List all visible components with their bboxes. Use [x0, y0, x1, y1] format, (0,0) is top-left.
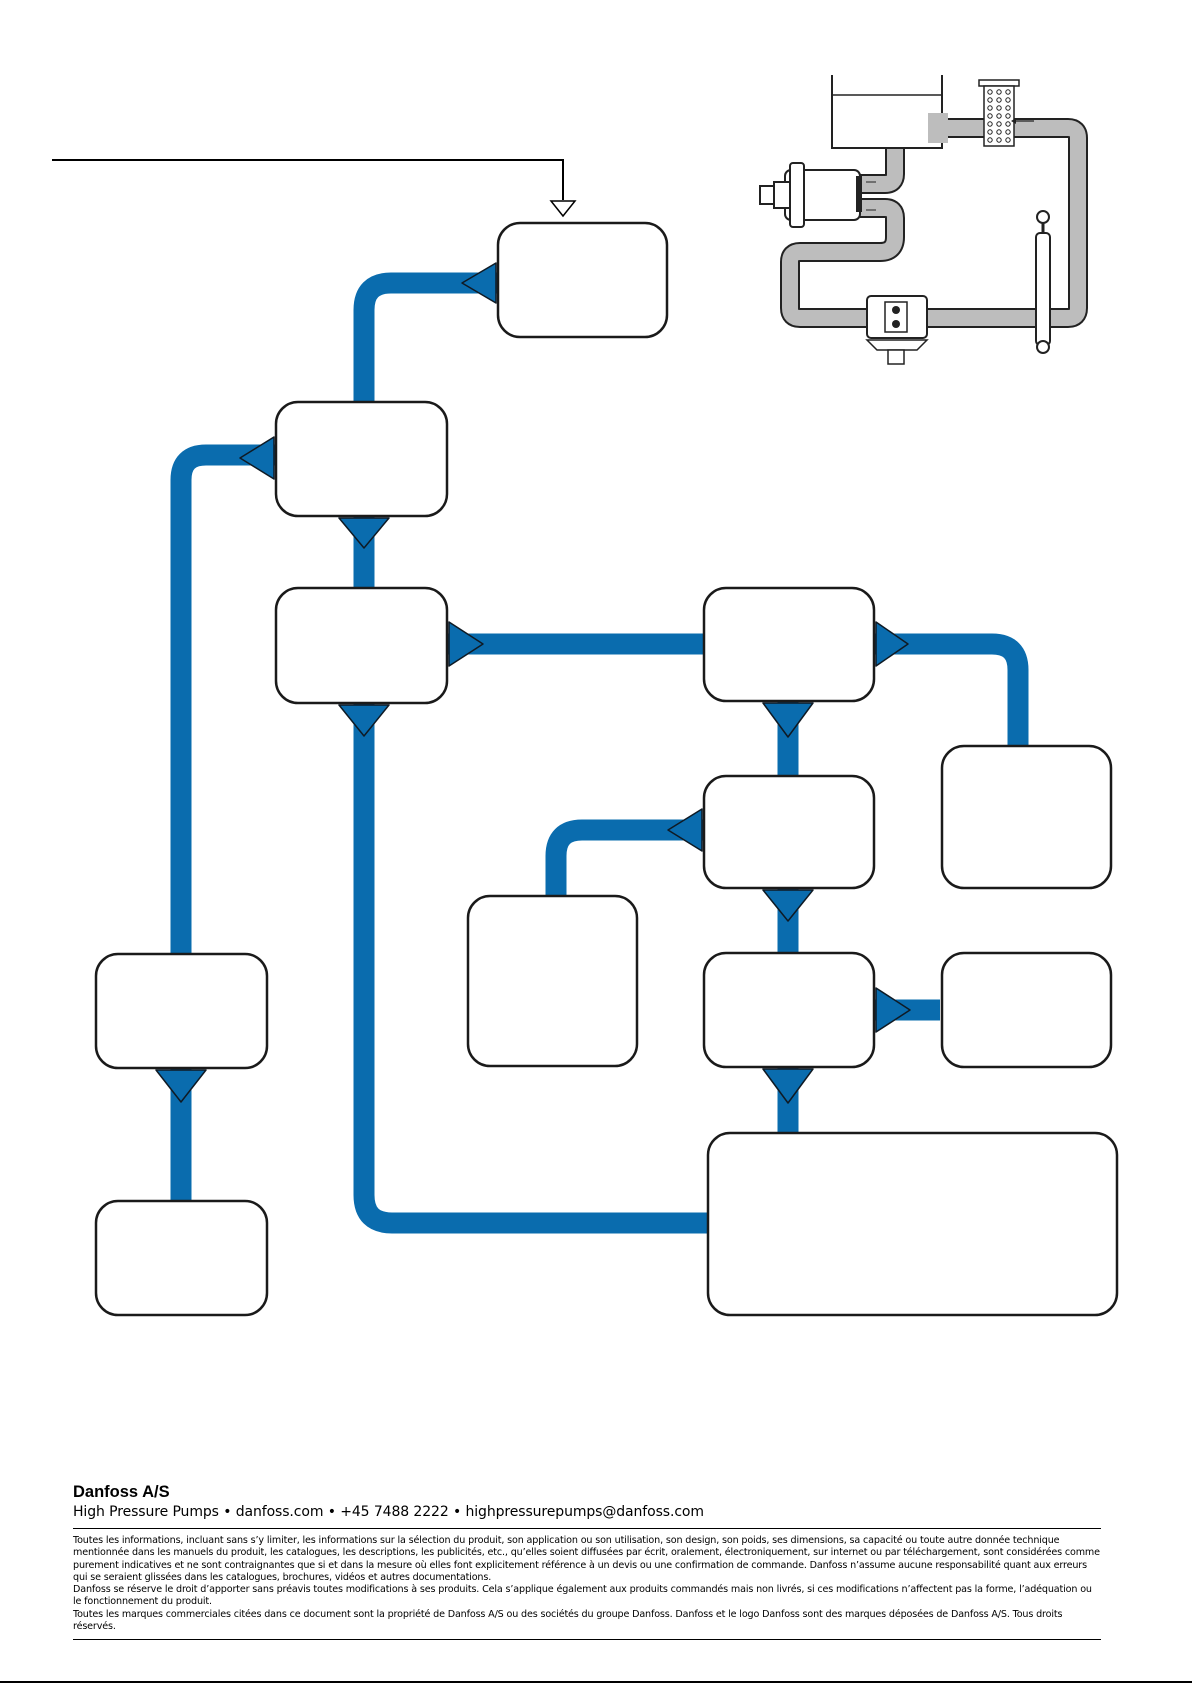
pump-icon — [759, 162, 876, 228]
hydraulic-schematic — [759, 75, 1088, 365]
box-lower-right — [940, 951, 1113, 1069]
box-top — [496, 221, 669, 339]
box-lower-center — [702, 951, 876, 1069]
flow-line — [170, 444, 278, 955]
boxes — [94, 221, 1119, 1317]
box-inner-left — [466, 894, 639, 1068]
box-bottom-left — [94, 1199, 269, 1317]
arrow-down-icon — [338, 704, 390, 737]
flow-line — [545, 819, 705, 897]
arrow-left-icon — [239, 436, 275, 480]
arrow-down-icon — [155, 1069, 207, 1103]
disclaimer-paragraph: Toutes les marques commerciales citées d… — [73, 1608, 1063, 1633]
arrow-right-icon — [875, 987, 911, 1033]
disclaimer-paragraph: Toutes les informations, incluant sans s… — [73, 1535, 1100, 1583]
filter-icon — [978, 79, 1034, 147]
reference-pointer — [52, 159, 577, 218]
contact-line: High Pressure Pumps • danfoss.com • +45 … — [73, 1504, 704, 1520]
footer-divider — [73, 1528, 1101, 1529]
arrowheads — [155, 262, 911, 1104]
company-name: Danfoss A/S — [73, 1483, 170, 1501]
disclaimer-paragraph: Danfoss se réserve le droit d’apporter s… — [73, 1584, 1092, 1608]
arrow-down-icon — [338, 517, 390, 549]
box-center — [702, 774, 876, 890]
arrow-left-icon — [461, 262, 497, 304]
box-bottom-wide — [706, 1131, 1119, 1317]
arrow-right-icon — [448, 621, 484, 667]
flow-line — [872, 633, 1029, 747]
legal-disclaimer: Toutes les informations, incluant sans s… — [73, 1529, 1101, 1639]
arrow-down-icon — [762, 1068, 814, 1104]
arrow-right-icon — [875, 621, 909, 667]
footer: Danfoss A/S High Pressure Pumps • danfos… — [73, 1482, 1101, 1641]
page-bottom-rule — [0, 1681, 1192, 1683]
valve-icon — [865, 295, 929, 365]
footer-divider — [73, 1639, 1101, 1641]
arrow-down-icon — [762, 889, 814, 922]
tank-icon — [831, 75, 948, 149]
arrow-left-icon — [667, 808, 703, 852]
cylinder-icon — [1035, 210, 1051, 354]
box-middle-right — [702, 586, 876, 703]
box-upper-left — [274, 400, 449, 518]
box-right — [940, 744, 1113, 890]
box-far-left — [94, 952, 269, 1070]
flow-line — [353, 703, 708, 1234]
arrow-down-icon — [762, 702, 814, 738]
flow-line — [353, 272, 498, 405]
box-middle-left — [274, 586, 449, 705]
